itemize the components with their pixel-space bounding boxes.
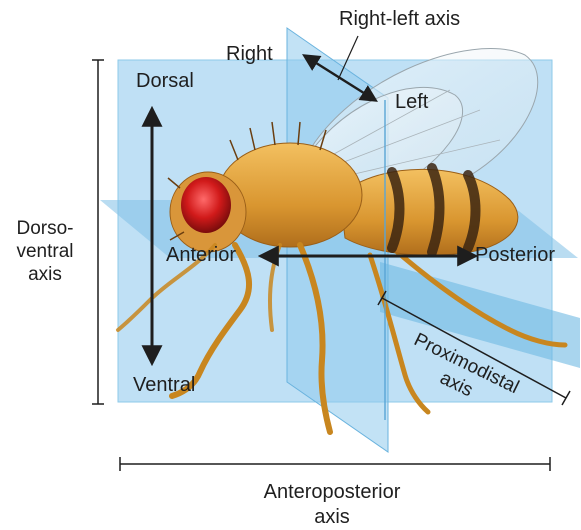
label-dorsoventral-axis: Dorso- ventral axis	[4, 218, 86, 286]
label-right-left-axis: Right-left axis	[339, 9, 460, 29]
label-posterior: Posterior	[475, 245, 555, 265]
label-dorsal: Dorsal	[136, 71, 194, 91]
label-right: Right	[226, 44, 273, 64]
label-ventral: Ventral	[133, 375, 195, 395]
label-anterior: Anterior	[166, 245, 236, 265]
label-left: Left	[395, 92, 428, 112]
label-anteroposterior-axis: Anteroposterior axis	[232, 480, 432, 530]
fly-eye	[181, 177, 231, 233]
